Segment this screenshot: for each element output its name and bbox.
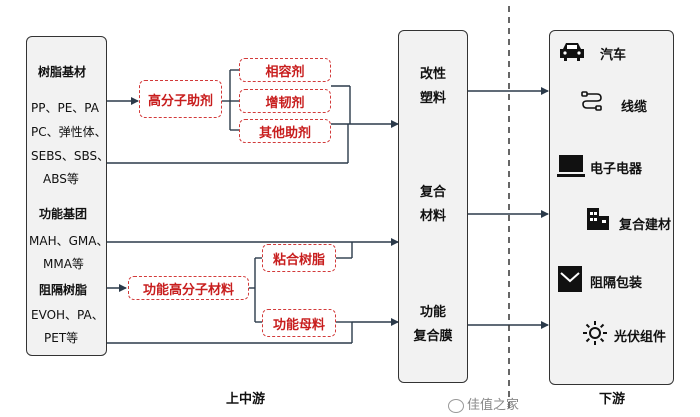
downstream-label-car: 汽车: [600, 48, 627, 63]
polymer-additive-box: 高分子助剂: [139, 80, 222, 118]
cable-icon: [581, 90, 603, 116]
additive-other-box: 其他助剂: [239, 119, 331, 143]
barrier-list-line-2: PET等: [44, 331, 79, 345]
masterbatch-box: 功能母料: [262, 309, 336, 337]
weibo-icon: [448, 398, 464, 413]
downstream-box: [549, 30, 674, 385]
watermark-text: 佳值之家: [448, 394, 519, 413]
upstream-mid-label: 上中游: [226, 392, 266, 407]
additive-compatibilizer-box: 相容剂: [239, 58, 331, 82]
barrier-list-line-1: EVOH、PA、: [31, 308, 104, 322]
downstream-label-package: 阻隔包装: [590, 276, 643, 291]
resin-base-title: 树脂基材: [38, 65, 87, 79]
barrier-resin-title: 阻隔树脂: [39, 283, 88, 297]
building-icon: [585, 206, 611, 236]
sun-icon: [582, 320, 608, 350]
downstream-label-cable: 线缆: [621, 100, 648, 115]
car-icon: [558, 40, 586, 66]
resin-list-line-4: ABS等: [43, 172, 79, 186]
functional-group-title: 功能基团: [39, 207, 88, 221]
additive-toughener-box: 增韧剂: [239, 89, 331, 113]
downstream-label-electronics: 电子电器: [590, 162, 643, 177]
upstream-materials-box: [26, 36, 107, 356]
product-functional-film: 功能复合膜: [413, 305, 453, 344]
downstream-label-solar: 光伏组件: [614, 330, 667, 345]
electronics-icon: [557, 153, 585, 183]
group-list-line-2: MMA等: [43, 257, 84, 271]
package-icon: [557, 265, 583, 297]
adhesive-resin-box: 粘合树脂: [262, 244, 336, 272]
downstream-section-label: 下游: [599, 392, 626, 407]
product-composite-materials: 复合材料: [419, 185, 446, 224]
resin-list-line-3: SEBS、SBS、: [31, 149, 110, 163]
watermark-label: 佳值之家: [467, 398, 520, 413]
downstream-label-building: 复合建材: [619, 218, 672, 233]
resin-list-line-1: PP、PE、PA: [31, 101, 99, 115]
functional-polymer-box: 功能高分子材料: [128, 276, 249, 300]
group-list-line-1: MAH、GMA、: [29, 234, 109, 248]
products-box: [398, 30, 468, 383]
product-modified-plastics: 改性塑料: [419, 67, 446, 106]
resin-list-line-2: PC、弹性体、: [31, 125, 107, 139]
